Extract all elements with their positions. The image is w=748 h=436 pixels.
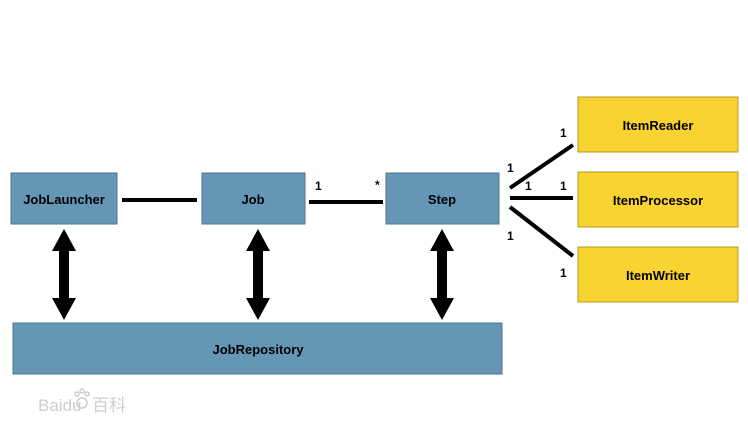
watermark-brand-text: Baidu bbox=[38, 396, 81, 415]
step-repository-double-arrow bbox=[430, 229, 454, 320]
job-launcher-box[interactable]: JobLauncher bbox=[10, 172, 118, 225]
step-reader-multiplicity-label: 1 bbox=[507, 161, 514, 175]
launcher-repository-double-arrow bbox=[52, 229, 76, 320]
item-reader-label: ItemReader bbox=[623, 118, 694, 133]
job-label: Job bbox=[241, 192, 264, 207]
item-reader-box[interactable]: ItemReader bbox=[577, 96, 739, 153]
processor-multiplicity-label: 1 bbox=[560, 179, 567, 193]
reader-multiplicity-label: 1 bbox=[560, 126, 567, 140]
step-reader-connector bbox=[508, 143, 575, 190]
watermark-suffix-text: 百科 bbox=[92, 396, 126, 415]
step-writer-connector bbox=[508, 205, 575, 258]
item-writer-label: ItemWriter bbox=[626, 268, 690, 283]
step-writer-multiplicity-label: 1 bbox=[507, 229, 514, 243]
writer-multiplicity-label: 1 bbox=[560, 266, 567, 280]
job-box[interactable]: Job bbox=[201, 172, 306, 225]
step-processor-multiplicity-label: 1 bbox=[525, 179, 532, 193]
job-repository-box[interactable]: JobRepository bbox=[12, 322, 503, 375]
step-label: Step bbox=[428, 192, 456, 207]
baidu-watermark: Baidu 百科 bbox=[38, 388, 126, 415]
item-processor-label: ItemProcessor bbox=[613, 193, 703, 208]
step-box[interactable]: Step bbox=[385, 172, 500, 225]
job-launcher-label: JobLauncher bbox=[23, 192, 105, 207]
step-multiplicity-label: * bbox=[375, 178, 380, 192]
item-processor-box[interactable]: ItemProcessor bbox=[577, 171, 739, 228]
item-writer-box[interactable]: ItemWriter bbox=[577, 246, 739, 303]
paw-icon bbox=[74, 388, 90, 409]
job-repository-label: JobRepository bbox=[212, 342, 304, 357]
job-multiplicity-label: 1 bbox=[315, 179, 322, 193]
job-repository-double-arrow bbox=[246, 229, 270, 320]
